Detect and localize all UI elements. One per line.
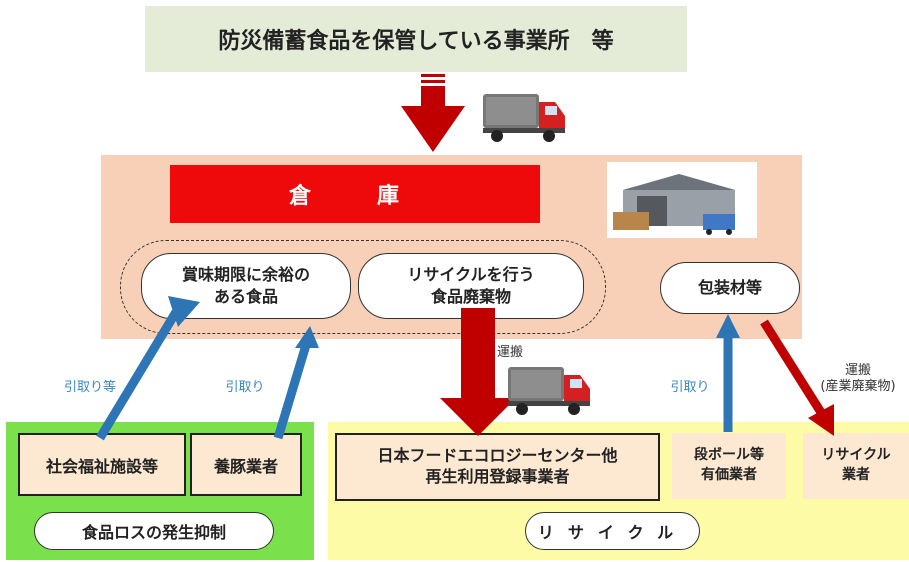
truck-icon <box>483 94 565 142</box>
title-text: 防災備蓄食品を保管している事業所 等 <box>218 29 614 54</box>
food-loss-prevention-pill: 食品ロスの発生抑制 <box>34 512 274 550</box>
pig-farm-box: 養豚業者 <box>190 433 302 496</box>
surplus-food-oval: 賞味期限に余裕の ある食品 <box>141 253 351 319</box>
warehouse-banner-text: 倉 庫 <box>288 184 421 209</box>
recycle-waste-oval: リサイクルを行う 食品廃棄物 <box>358 253 584 319</box>
food-dashed-group <box>120 240 606 334</box>
warehouse-icon <box>607 162 757 238</box>
food-ecology-center-box: 日本フードエコロジーセンター他 再生利用登録事業者 <box>335 433 660 501</box>
recycling-company-box: リサイクル 業者 <box>803 433 909 499</box>
transport-label: 運搬 <box>496 345 523 360</box>
welfare-facility-text: 社会福祉施設等 <box>45 456 158 476</box>
pickup-arrow-pig <box>273 326 319 440</box>
title-box: 防災備蓄食品を保管している事業所 等 <box>145 6 687 72</box>
cardboard-dealer-box: 段ボール等 有価業者 <box>672 433 786 499</box>
pickup-etc-label: 引取り等 <box>63 380 116 395</box>
transport-arrow-recycle <box>440 308 516 436</box>
recycle-text: リサイクル <box>537 523 688 542</box>
pickup-arrow-welfare <box>96 296 200 441</box>
pickup-arrow-cardboard <box>716 314 740 432</box>
top-down-arrow <box>401 74 465 152</box>
pig-farm-text: 養豚業者 <box>213 456 278 476</box>
packaging-oval: 包装材等 <box>660 262 800 314</box>
pickup-cardboard-label: 引取り <box>670 380 710 395</box>
truck-icon-transport <box>508 367 590 415</box>
transport-arrow-packaging <box>760 319 834 436</box>
warehouse-banner: 倉 庫 <box>170 165 540 223</box>
recycle-pill: リサイクル <box>525 512 700 550</box>
transport-industrial-label: 運搬 (産業廃棄物) <box>820 363 896 395</box>
pickup-label: 引取り <box>225 380 265 395</box>
food-loss-prevention-text: 食品ロスの発生抑制 <box>81 523 226 542</box>
